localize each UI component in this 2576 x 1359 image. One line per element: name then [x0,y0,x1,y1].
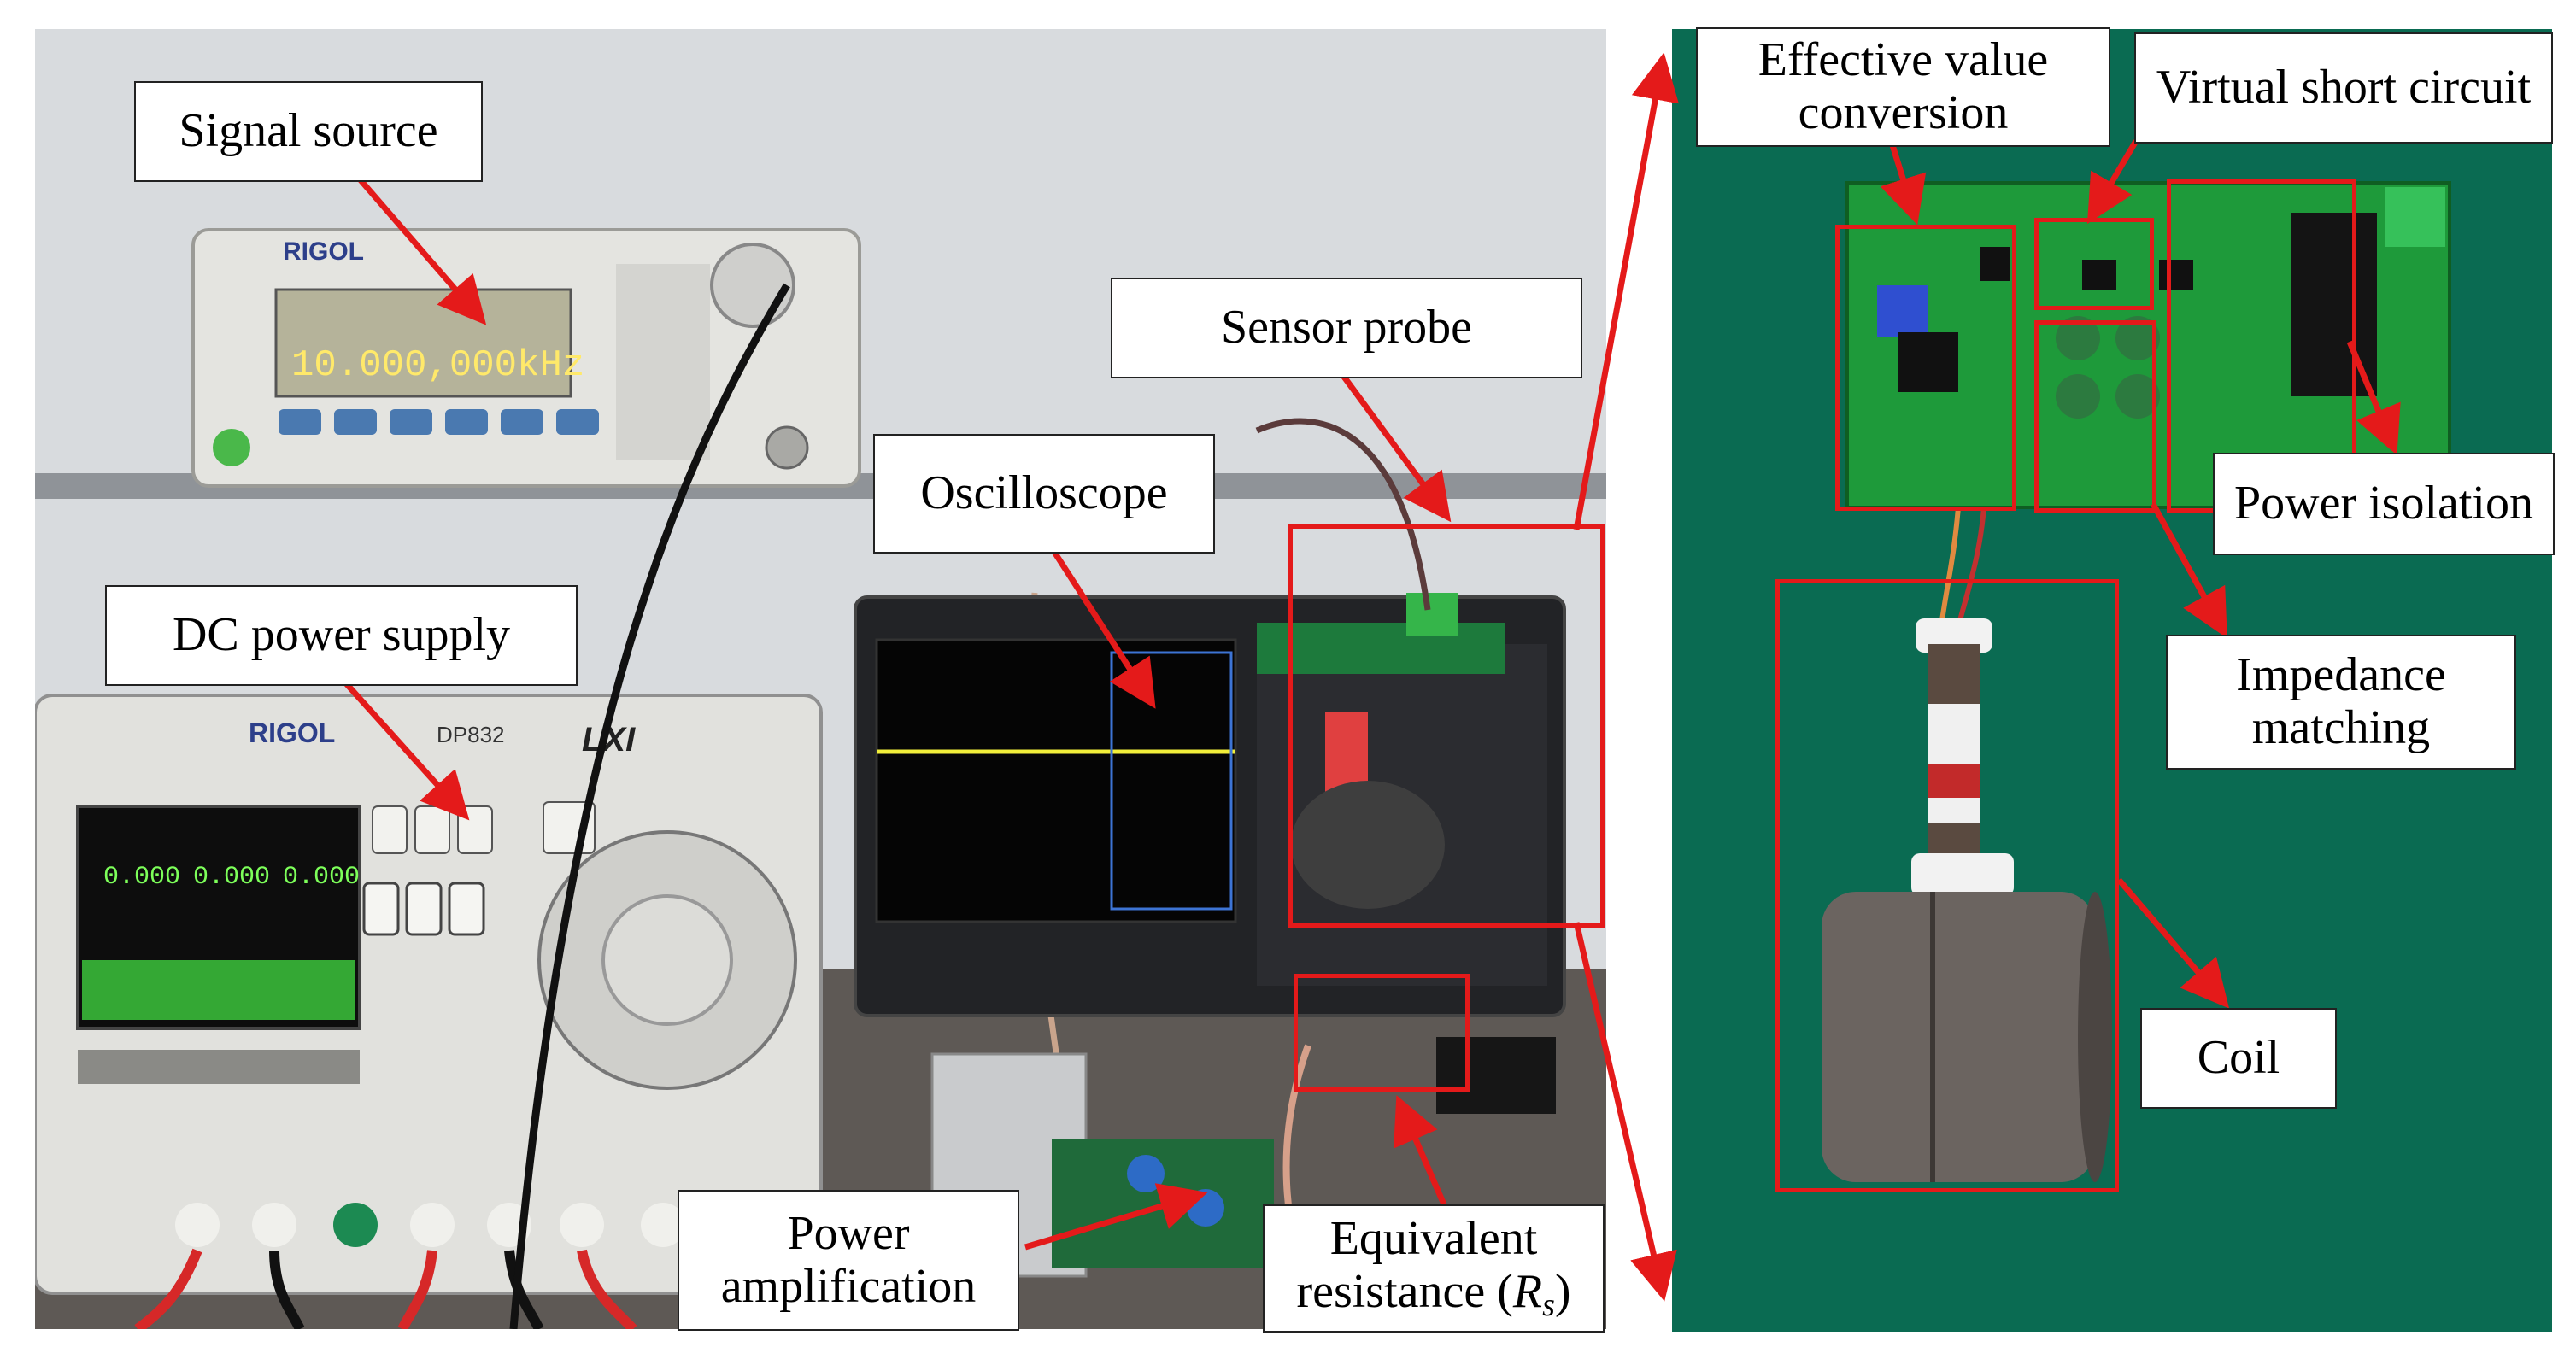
power-amplification-line2: amplification [720,1259,977,1313]
power-amplification-line1: Power [787,1206,910,1260]
sensor-probe-highlight [1288,524,1605,928]
dc-power-supply: RIGOL DP832 LXI 0.000 0.000 0.000 [35,694,823,1295]
oscilloscope-label: Oscilloscope [873,434,1215,554]
signal-generator-brand: RIGOL [283,237,364,266]
equivalent-resistance-line2: resistance (Rs) [1296,1264,1571,1323]
power-supply-reading-3: 0.000 [283,863,360,892]
equivalent-resistance-symbol: R [1512,1264,1543,1318]
dc-power-supply-label: DC power supply [105,585,578,686]
coil-highlight [1775,579,2119,1192]
coil-label: Coil [2140,1008,2337,1109]
impedance-matching-line1: Impedance [2236,648,2446,702]
effective-value-highlight [1835,225,2016,511]
sensor-probe-label: Sensor probe [1111,278,1582,378]
impedance-matching-highlight [2034,320,2156,513]
virtual-short-circuit-highlight [2034,218,2154,310]
power-supply-model: DP832 [437,722,505,747]
effective-value-line2: conversion [1798,86,2009,139]
sensor-circuit-photo [1672,29,2552,1332]
equivalent-resistance-subscript: s [1542,1286,1555,1323]
impedance-matching-label: Impedance matching [2166,635,2516,770]
equivalent-resistance-label: Equivalent resistance (Rs) [1263,1204,1605,1333]
power-isolation-label: Power isolation [2213,453,2555,555]
effective-value-line1: Effective value [1757,33,2049,87]
signal-source-label: Signal source [134,81,483,182]
virtual-short-circuit-label: Virtual short circuit [2134,32,2553,144]
power-supply-brand: RIGOL [249,718,335,748]
impedance-matching-line2: matching [2251,701,2431,754]
power-supply-reading-1: 0.000 [103,863,180,892]
power-amplification-label: Power amplification [678,1190,1019,1331]
equivalent-resistance-highlight [1294,974,1470,1092]
signal-generator: RIGOL 10.000,000kHz [191,228,861,488]
effective-value-label: Effective value conversion [1696,27,2110,147]
power-supply-reading-2: 0.000 [193,863,270,892]
signal-generator-display: 10.000,000kHz [291,344,584,387]
equivalent-resistance-line1: Equivalent [1329,1212,1538,1266]
